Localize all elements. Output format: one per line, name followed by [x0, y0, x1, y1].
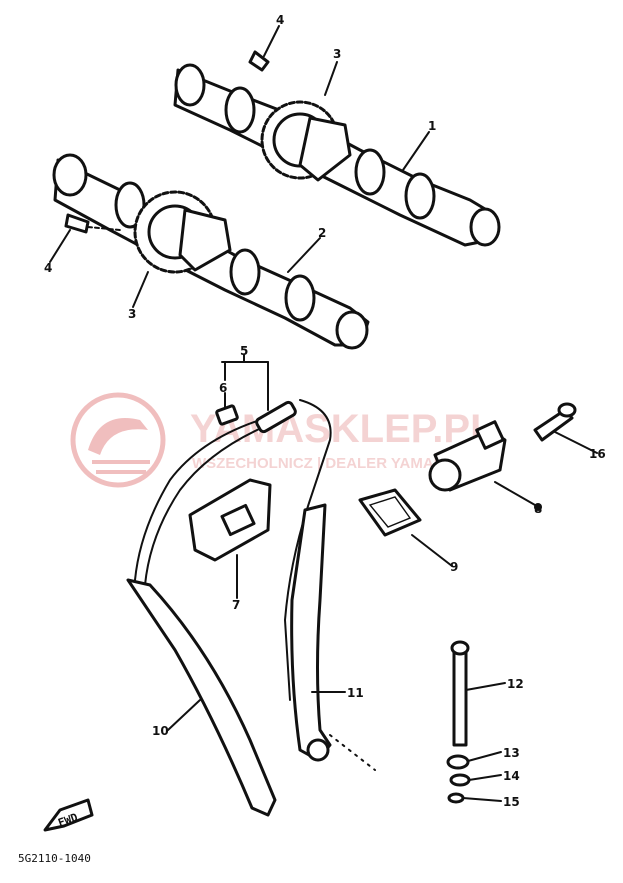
callout-11: 11 — [347, 686, 364, 700]
sprocket-bolt-upper — [248, 50, 270, 72]
chain-guide-top — [188, 478, 272, 562]
callout-1: 1 — [428, 119, 436, 133]
watermark-logo — [70, 392, 166, 488]
spring-washer — [447, 792, 465, 804]
watermark: YAMASKLEP.PL WSZECHOLNICZ | DEALER YAMAH… — [70, 392, 495, 488]
callout-10: 10 — [152, 724, 169, 738]
chain-tensioner — [428, 420, 542, 511]
tensioner-gasket — [358, 488, 422, 537]
tensioner-bolt — [533, 402, 577, 442]
callout-7: 7 — [232, 598, 240, 612]
callout-6: 6 — [219, 381, 227, 395]
callout-12: 12 — [507, 677, 524, 691]
callout-8: 8 — [534, 502, 542, 516]
drawing-code: 5G2110-1040 — [18, 852, 91, 865]
callout-2: 2 — [318, 226, 326, 240]
guide-bolt — [450, 640, 470, 747]
cam-sprocket-upper — [260, 100, 352, 182]
callout-4-lower: 4 — [44, 261, 52, 275]
callout-15: 15 — [503, 795, 520, 809]
callout-3-upper: 3 — [333, 47, 341, 61]
leader-lines — [49, 25, 598, 802]
callout-4-upper: 4 — [276, 13, 284, 27]
callout-labels: 1 2 3 3 4 4 5 6 7 8 9 10 11 12 13 14 15 … — [44, 13, 606, 809]
callout-13: 13 — [503, 746, 520, 760]
watermark-tagline: WSZECHOLNICZ | DEALER YAMAHA — [192, 455, 456, 472]
callout-5: 5 — [240, 344, 248, 358]
forward-direction-arrow: FWD — [43, 798, 94, 832]
washer — [449, 773, 471, 787]
nut — [446, 754, 470, 770]
callout-14: 14 — [503, 769, 520, 783]
callout-16: 16 — [589, 447, 606, 461]
chain-guide-rear — [126, 578, 277, 817]
chain-guide-tensioner — [290, 503, 332, 762]
callout-9: 9 — [450, 560, 458, 574]
cam-sprocket-lower — [133, 190, 232, 274]
sprocket-bolt-lower — [64, 213, 121, 234]
watermark-brand: YAMASKLEP.PL — [190, 407, 495, 451]
callout-3-lower: 3 — [128, 307, 136, 321]
